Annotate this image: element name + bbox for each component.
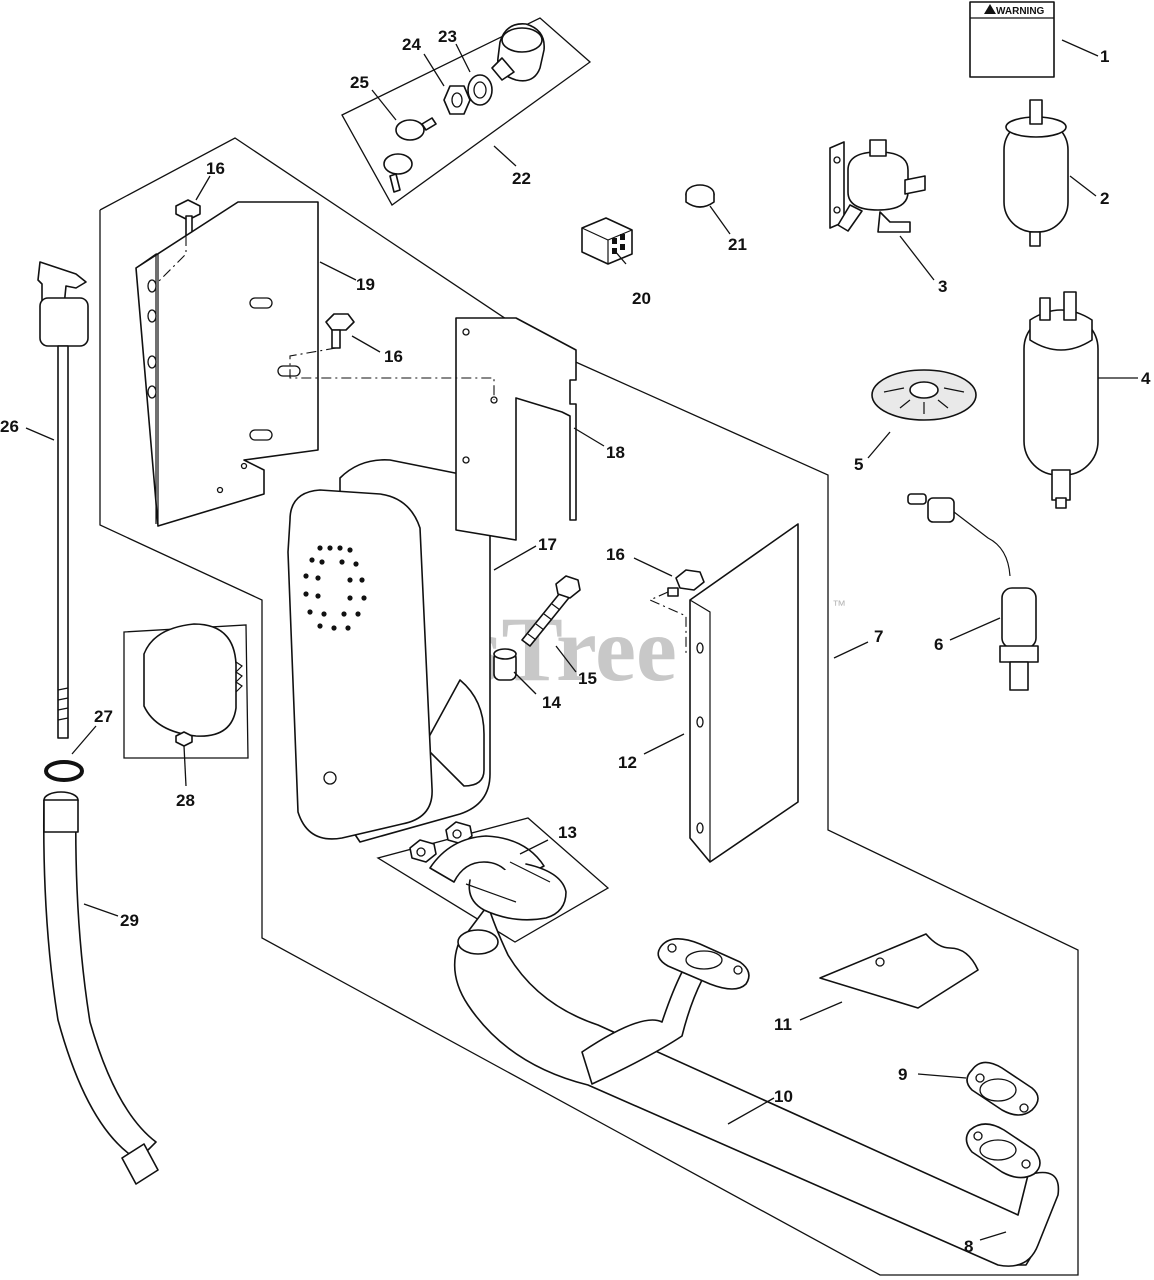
callout-13[interactable]: 13 bbox=[558, 823, 577, 842]
callout-6[interactable]: 6 bbox=[934, 635, 943, 654]
bracket-right[interactable] bbox=[455, 317, 577, 541]
oil-dipstick[interactable]: OIL bbox=[37, 261, 89, 739]
ignition-kit-frame bbox=[341, 17, 592, 206]
hex-nut[interactable] bbox=[443, 85, 471, 115]
callout-numbers: 1 2 3 4 5 6 7 8 9 10 11 12 13 14 15 16 1… bbox=[0, 27, 1151, 1256]
callout-1[interactable]: 1 bbox=[1100, 47, 1109, 66]
exhaust-gasket[interactable] bbox=[966, 1061, 1039, 1116]
lock-washer[interactable] bbox=[467, 74, 493, 106]
callout-10[interactable]: 10 bbox=[774, 1087, 793, 1106]
o-ring[interactable] bbox=[44, 760, 84, 782]
side-plate[interactable] bbox=[689, 523, 799, 863]
callout-24[interactable]: 24 bbox=[402, 35, 421, 54]
callout-21[interactable]: 21 bbox=[728, 235, 747, 254]
exhaust-pipe[interactable] bbox=[453, 904, 1060, 1267]
alignment-lines bbox=[155, 236, 687, 656]
warning-decal[interactable]: WARNING bbox=[969, 1, 1055, 78]
callout-23[interactable]: 23 bbox=[438, 27, 457, 46]
filter-screen[interactable] bbox=[871, 369, 977, 421]
screw-right[interactable] bbox=[667, 569, 705, 597]
mounting-kit-frame bbox=[376, 817, 610, 943]
wire-connector[interactable] bbox=[581, 217, 633, 265]
callout-25[interactable]: 25 bbox=[350, 73, 369, 92]
ignition-keys[interactable] bbox=[383, 117, 437, 193]
spacer[interactable] bbox=[493, 648, 517, 681]
callout-28[interactable]: 28 bbox=[176, 791, 195, 810]
watermark-trademark: ™ bbox=[832, 597, 846, 613]
callout-5[interactable]: 5 bbox=[854, 455, 863, 474]
leader-lines bbox=[25, 39, 1138, 1241]
callout-4[interactable]: 4 bbox=[1141, 369, 1151, 388]
callout-27[interactable]: 27 bbox=[94, 707, 113, 726]
fuel-pump[interactable] bbox=[1023, 291, 1099, 509]
callout-19[interactable]: 19 bbox=[356, 275, 375, 294]
callout-15[interactable]: 15 bbox=[578, 669, 597, 688]
mounting-hardware-kit[interactable] bbox=[409, 821, 567, 921]
callout-26[interactable]: 26 bbox=[0, 417, 19, 436]
ignition-switch[interactable] bbox=[491, 23, 545, 82]
callout-16-middle[interactable]: 16 bbox=[384, 347, 403, 366]
callout-11[interactable]: 11 bbox=[774, 1015, 792, 1034]
warning-decal-text: WARNING bbox=[996, 6, 1045, 17]
callout-7[interactable]: 7 bbox=[874, 627, 883, 646]
hose-clamp[interactable] bbox=[685, 184, 715, 208]
callout-20[interactable]: 20 bbox=[632, 289, 651, 308]
callout-16-right[interactable]: 16 bbox=[606, 545, 625, 564]
callout-22[interactable]: 22 bbox=[512, 169, 531, 188]
fuel-pressure-regulator[interactable] bbox=[829, 139, 926, 233]
callout-14[interactable]: 14 bbox=[542, 693, 561, 712]
fuel-filter[interactable] bbox=[1003, 99, 1069, 247]
heat-shield-plate[interactable] bbox=[819, 933, 979, 1009]
callout-3[interactable]: 3 bbox=[938, 277, 947, 296]
callout-12[interactable]: 12 bbox=[618, 753, 637, 772]
oil-pressure-sensor[interactable] bbox=[907, 493, 1039, 691]
muffler-vent-holes bbox=[303, 545, 367, 631]
callout-16-upper[interactable]: 16 bbox=[206, 159, 225, 178]
hex-bolt[interactable] bbox=[521, 575, 581, 647]
callout-17[interactable]: 17 bbox=[538, 535, 557, 554]
callout-2[interactable]: 2 bbox=[1100, 189, 1109, 208]
muffler[interactable] bbox=[287, 459, 491, 843]
callout-18[interactable]: 18 bbox=[606, 443, 625, 462]
filler-cap[interactable] bbox=[143, 623, 243, 747]
bracket-left[interactable] bbox=[135, 201, 319, 527]
callout-9[interactable]: 9 bbox=[898, 1065, 907, 1084]
callout-29[interactable]: 29 bbox=[120, 911, 139, 930]
dipstick-tube[interactable] bbox=[42, 791, 159, 1185]
dipstick-label-text: OIL bbox=[51, 266, 69, 280]
screw-middle[interactable] bbox=[325, 313, 355, 349]
callout-8[interactable]: 8 bbox=[964, 1237, 973, 1256]
